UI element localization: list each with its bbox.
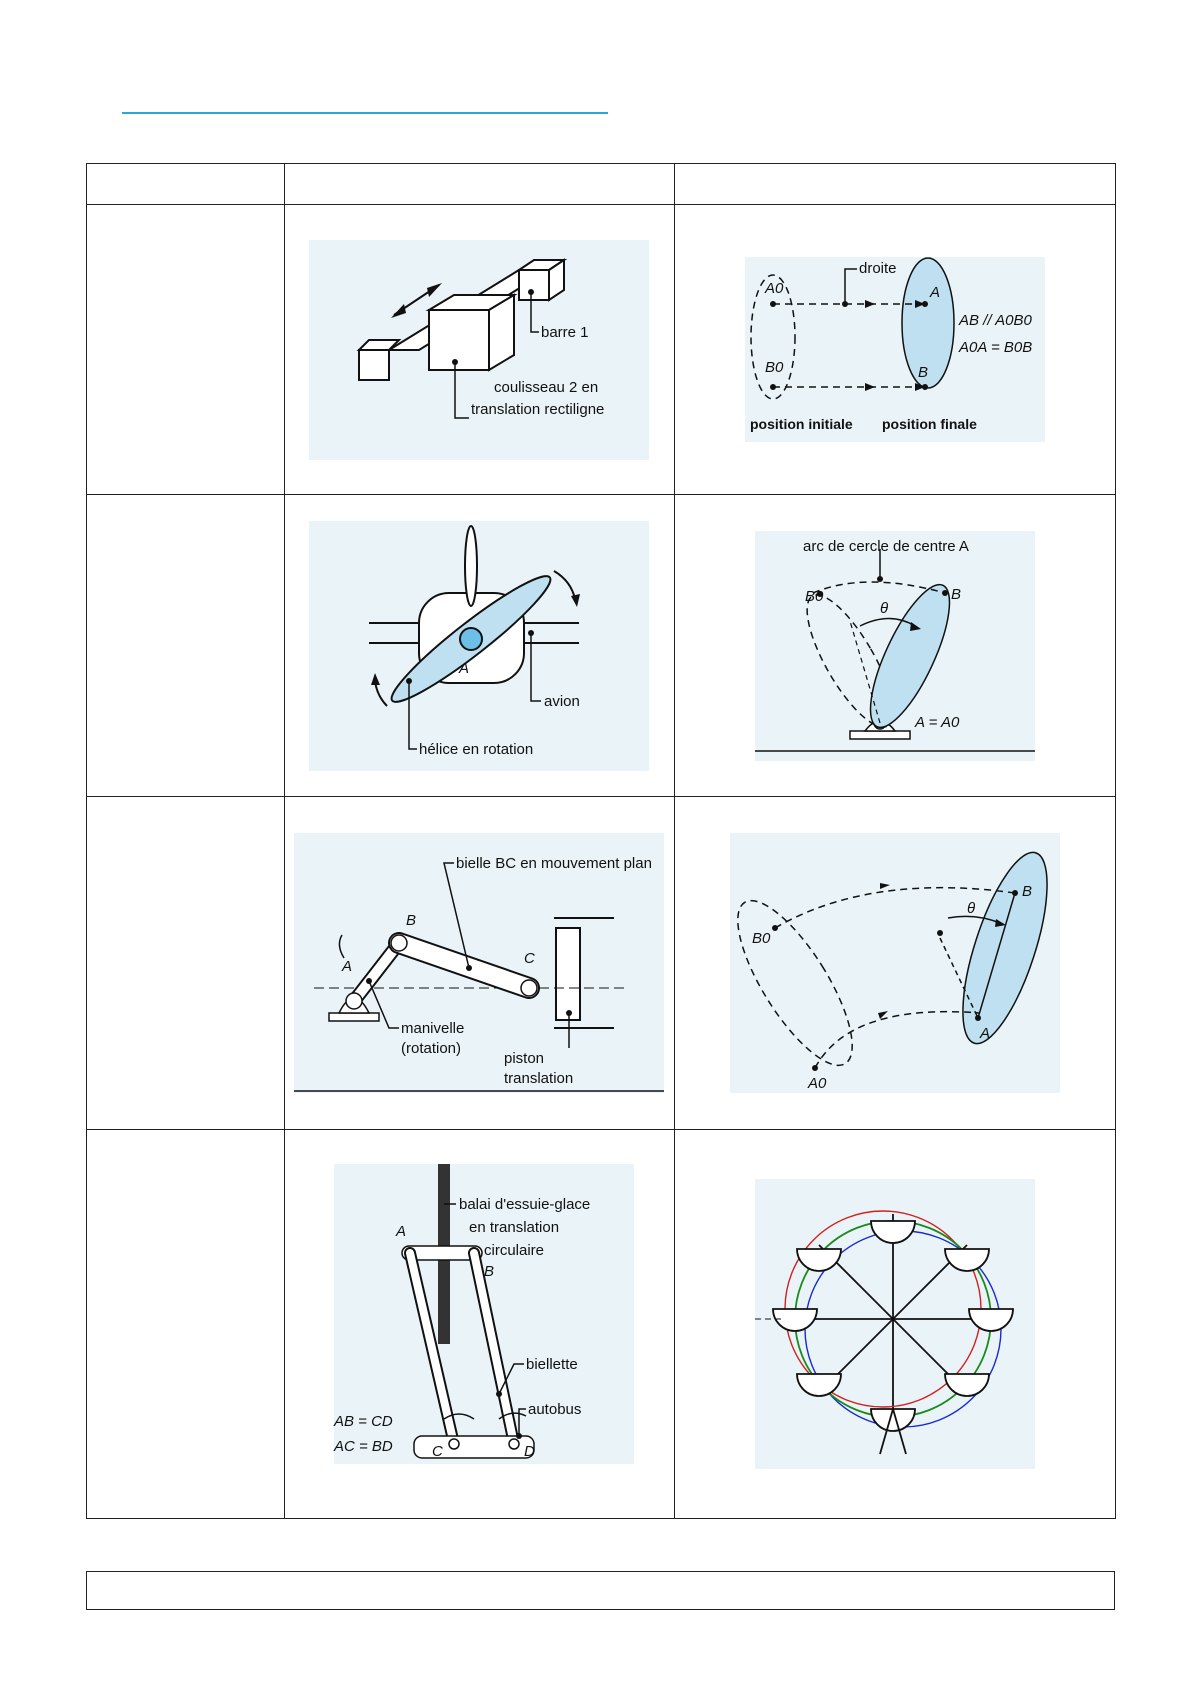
- label-theta: θ: [880, 600, 888, 617]
- example-cell: barre 1 coulisseau 2 en translation rect…: [284, 204, 675, 495]
- label-en-translation: en translation: [469, 1219, 559, 1236]
- header-cell: [673, 163, 1117, 205]
- label-avion: avion: [544, 693, 580, 710]
- header-cell: [284, 163, 675, 205]
- rotation-trajectory-figure: arc de cercle de centre A B0 θ B A = A0: [754, 530, 1035, 761]
- row-label-cell: [85, 1129, 286, 1519]
- label-a0: A0: [764, 280, 784, 297]
- label-theta: θ: [967, 900, 975, 917]
- trajectory-cell: droite A0 A B0 B AB // A0B0 A0A = B0B po…: [673, 204, 1117, 495]
- label-a-equals-a0: A = A0: [914, 714, 960, 731]
- crank-slider-figure: bielle BC en mouvement plan B A C manive…: [294, 833, 665, 1093]
- example-cell: balai d'essuie-glace en translation circ…: [284, 1129, 675, 1519]
- trajectory-cell: B θ B0 A A0: [673, 796, 1117, 1130]
- label-a0: A0: [807, 1075, 827, 1092]
- label-parallel: AB // A0B0: [958, 312, 1032, 329]
- label-d: D: [524, 1443, 535, 1460]
- label-a: A: [395, 1223, 406, 1240]
- trajectory-cell: arc de cercle de centre A B0 θ B A = A0: [673, 494, 1117, 797]
- table-row: A avion hélice en rotation: [85, 494, 1117, 797]
- footer-box: [86, 1571, 1115, 1610]
- label-translation: translation rectiligne: [471, 401, 604, 418]
- translation-trajectory-figure: droite A0 A B0 B AB // A0B0 A0A = B0B po…: [744, 257, 1045, 442]
- label-a: A: [341, 958, 352, 975]
- table-row: bielle BC en mouvement plan B A C manive…: [85, 796, 1117, 1130]
- label-position-initiale: position initiale: [750, 416, 853, 432]
- label-b0: B0: [805, 588, 824, 605]
- label-b: B: [484, 1263, 494, 1280]
- label-helice: hélice en rotation: [419, 741, 533, 758]
- sliding-block-figure: barre 1 coulisseau 2 en translation rect…: [309, 239, 650, 460]
- label-c: C: [432, 1443, 443, 1460]
- header-cell: [85, 163, 286, 205]
- label-autobus: autobus: [528, 1401, 581, 1418]
- label-manivelle: manivelle: [401, 1020, 464, 1037]
- propeller-figure: A avion hélice en rotation: [309, 520, 650, 771]
- label-a: A: [458, 660, 469, 677]
- label-b0: B0: [765, 359, 784, 376]
- label-ab-cd: AB = CD: [333, 1413, 393, 1430]
- label-biellette: biellette: [526, 1356, 578, 1373]
- label-arc: arc de cercle de centre A: [803, 538, 969, 555]
- label-b: B: [951, 586, 961, 603]
- label-piston: piston: [504, 1050, 544, 1067]
- table-row: barre 1 coulisseau 2 en translation rect…: [85, 204, 1117, 495]
- example-cell: A avion hélice en rotation: [284, 494, 675, 797]
- label-equal: A0A = B0B: [958, 339, 1032, 356]
- label-b: B: [406, 912, 416, 929]
- label-ac-bd: AC = BD: [333, 1438, 393, 1455]
- label-b: B: [1022, 883, 1032, 900]
- label-barre: barre 1: [541, 324, 589, 341]
- label-translation: translation: [504, 1070, 573, 1087]
- label-circulaire: circulaire: [484, 1242, 544, 1259]
- wiper-figure: balai d'essuie-glace en translation circ…: [333, 1164, 635, 1464]
- table-header-row: [85, 163, 1117, 205]
- label-b: B: [918, 364, 928, 381]
- label-a: A: [979, 1025, 990, 1042]
- example-cell: bielle BC en mouvement plan B A C manive…: [284, 796, 675, 1130]
- label-a: A: [929, 284, 940, 301]
- ferris-wheel-figure: [754, 1179, 1035, 1469]
- label-balai: balai d'essuie-glace: [459, 1196, 590, 1213]
- plane-motion-trajectory-figure: B θ B0 A A0: [729, 833, 1060, 1093]
- label-c: C: [524, 950, 535, 967]
- label-droite: droite: [859, 260, 897, 277]
- title-underline: [122, 112, 608, 114]
- row-label-cell: [85, 796, 286, 1130]
- row-label-cell: [85, 204, 286, 495]
- label-rotation: (rotation): [401, 1040, 461, 1057]
- label-coulisseau: coulisseau 2 en: [494, 379, 598, 396]
- label-bielle: bielle BC en mouvement plan: [456, 855, 652, 872]
- label-b0: B0: [752, 930, 771, 947]
- motion-table: barre 1 coulisseau 2 en translation rect…: [85, 163, 1117, 1519]
- table-row: balai d'essuie-glace en translation circ…: [85, 1129, 1117, 1519]
- label-position-finale: position finale: [882, 416, 977, 432]
- row-label-cell: [85, 494, 286, 797]
- trajectory-cell: [673, 1129, 1117, 1519]
